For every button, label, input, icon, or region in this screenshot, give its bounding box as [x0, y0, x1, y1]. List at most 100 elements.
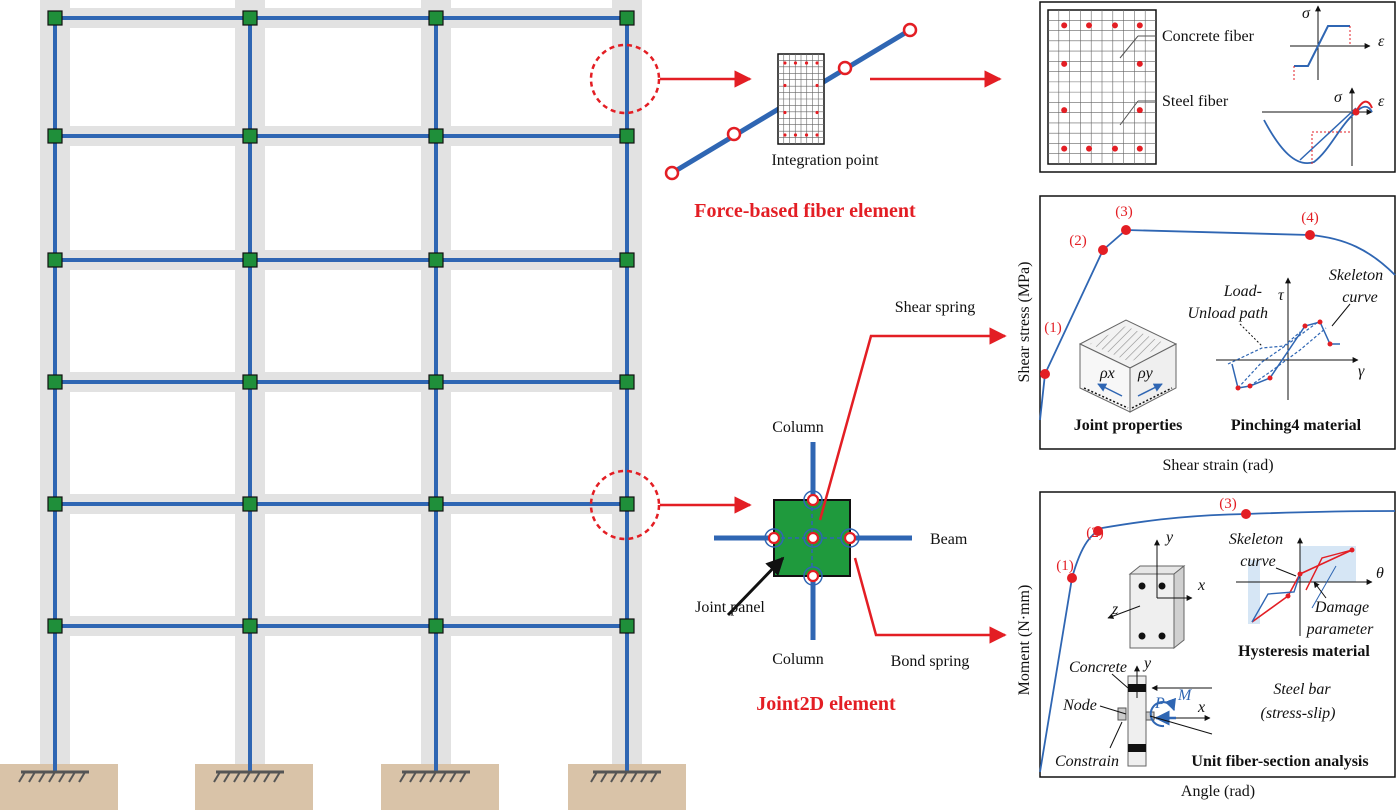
- moment-m-symbol: M: [1177, 687, 1193, 704]
- leader-line: [1119, 35, 1139, 59]
- unit-fiber-section-icon: y x P M Concrete Node Constrain Steel ba…: [1055, 655, 1335, 770]
- moment-point-label-3: (3): [1219, 496, 1237, 512]
- joint-panel-label: Joint panel: [695, 599, 765, 616]
- joint2d-title: Joint2D element: [756, 693, 896, 715]
- pinching4-plot: τ γ Load- Unload path Skeleton curve: [1188, 267, 1383, 400]
- frame-node: [619, 496, 635, 512]
- frame-node: [428, 10, 444, 26]
- frame-nodes: [47, 10, 635, 634]
- columns: [53, 18, 629, 772]
- load-unload-label-1: Load-: [1223, 283, 1262, 300]
- steel-fiber-label: Steel fiber: [1162, 93, 1229, 110]
- moment-point-label-1: (1): [1056, 558, 1074, 574]
- frame-node: [242, 618, 258, 634]
- steel-fiber-dot: [1136, 60, 1143, 67]
- concrete-fiber-label: Concrete fiber: [1162, 28, 1255, 45]
- steel-bar-label-1: Steel bar: [1273, 681, 1331, 698]
- sigma-symbol: σ: [1334, 89, 1343, 106]
- moment-ylabel: Moment (N·mm): [1016, 585, 1033, 696]
- beam-label: Beam: [930, 531, 968, 548]
- shear-point-label-2: (2): [1069, 233, 1087, 249]
- pinching4-label: Pinching4 material: [1231, 417, 1362, 434]
- steel-fiber-dot: [1086, 22, 1093, 29]
- frame-node: [47, 496, 63, 512]
- x-axis-symbol: x: [1197, 577, 1205, 594]
- shear-xlabel: Shear strain (rad): [1162, 457, 1273, 474]
- frame-node: [242, 128, 258, 144]
- damage-label-1: Damage: [1314, 599, 1369, 616]
- bond-spring-panel: (1) (2) (3) y x z Skel: [1016, 491, 1396, 800]
- frame-node: [242, 252, 258, 268]
- steel-fiber-dot: [783, 110, 787, 115]
- steel-fiber-dot: [793, 61, 798, 65]
- shear-point-label-3: (3): [1115, 204, 1133, 220]
- frame-node: [242, 496, 258, 512]
- spring-node: [767, 531, 781, 545]
- steel-bar-label-2: (stress-slip): [1261, 705, 1336, 722]
- integration-point-marker: [902, 22, 918, 38]
- frame-node: [619, 10, 635, 26]
- constrain-label: Constrain: [1055, 753, 1119, 770]
- integration-point-marker: [664, 165, 680, 181]
- joint-highlight-circle: [589, 469, 661, 541]
- steel-material-plot: σ ε: [1262, 87, 1385, 166]
- hyst-skeleton-label-1: Skeleton: [1229, 531, 1283, 548]
- concrete-label: Concrete: [1069, 659, 1127, 676]
- sigma-symbol: σ: [1302, 5, 1311, 22]
- steel-fiber-dot: [804, 133, 809, 137]
- moment-xlabel: Angle (rad): [1181, 783, 1255, 800]
- frame-node: [619, 618, 635, 634]
- shear-point-2: [1098, 245, 1108, 255]
- moment-point-1: [1067, 573, 1077, 583]
- shear-backbone-curve: [1039, 229, 1396, 421]
- steel-fiber-dot: [1061, 107, 1068, 114]
- epsilon-symbol: ε: [1378, 93, 1385, 110]
- load-unload-label-2: Unload path: [1188, 305, 1268, 322]
- z-axis-symbol: z: [1111, 601, 1119, 618]
- moment-panel-frame: [1039, 491, 1396, 778]
- steel-fiber-dot: [804, 61, 809, 65]
- spring-node: [806, 531, 820, 545]
- rho-x-symbol: ρx: [1099, 365, 1115, 382]
- bond-spring-label: Bond spring: [891, 653, 970, 670]
- steel-fiber-dot: [815, 83, 819, 88]
- force-p-symbol: P: [1154, 695, 1165, 712]
- shear-spring-label: Shear spring: [895, 299, 975, 316]
- skeleton-label-2: curve: [1342, 289, 1378, 306]
- tau-symbol: τ: [1278, 287, 1285, 304]
- steel-fiber-dot: [1061, 22, 1068, 29]
- steel-fiber-dot: [1111, 145, 1118, 152]
- column-bottom-label: Column: [772, 651, 824, 668]
- frame-node: [242, 10, 258, 26]
- concrete-material-plot: σ ε: [1290, 5, 1385, 80]
- fiber-section-panel: Concrete fiber Steel fiber σ ε σ ε: [1039, 1, 1396, 173]
- shear-panel-frame: [1039, 195, 1396, 450]
- shear-spring-panel: (1) (2) (3) (4) ρx ρy Joint properties: [1016, 195, 1396, 474]
- frame-node: [619, 252, 635, 268]
- frame-node: [47, 374, 63, 390]
- node-label: Node: [1062, 697, 1097, 714]
- moment-point-2: [1093, 526, 1103, 536]
- hysteresis-label: Hysteresis material: [1238, 643, 1370, 660]
- steel-fiber-dot: [1061, 145, 1068, 152]
- beams: [55, 16, 627, 628]
- epsilon-symbol: ε: [1378, 33, 1385, 50]
- frame-node: [47, 618, 63, 634]
- moment-point-label-2: (2): [1086, 525, 1104, 541]
- leader-line: [1119, 100, 1139, 126]
- shear-point-label-1: (1): [1044, 320, 1062, 336]
- frame-node: [428, 618, 444, 634]
- unit-fiber-label: Unit fiber-section analysis: [1191, 753, 1368, 770]
- unit-y-symbol: y: [1142, 655, 1152, 672]
- joint-spring-nodes: [764, 490, 860, 586]
- shear-ylabel: Shear stress (MPa): [1016, 262, 1033, 383]
- moment-backbone-curve: [1039, 510, 1396, 773]
- hysteresis-plot: Skeleton curve θ Damage parameter: [1229, 531, 1384, 638]
- steel-fiber-dot: [815, 61, 819, 65]
- spring-node: [806, 569, 820, 583]
- integration-point-marker: [726, 126, 742, 142]
- bond-spring-arrow: [853, 557, 1007, 644]
- steel-fiber-dot: [1136, 107, 1143, 114]
- joint-cube-icon: ρx ρy: [1078, 319, 1178, 413]
- fiber-section: [777, 53, 825, 145]
